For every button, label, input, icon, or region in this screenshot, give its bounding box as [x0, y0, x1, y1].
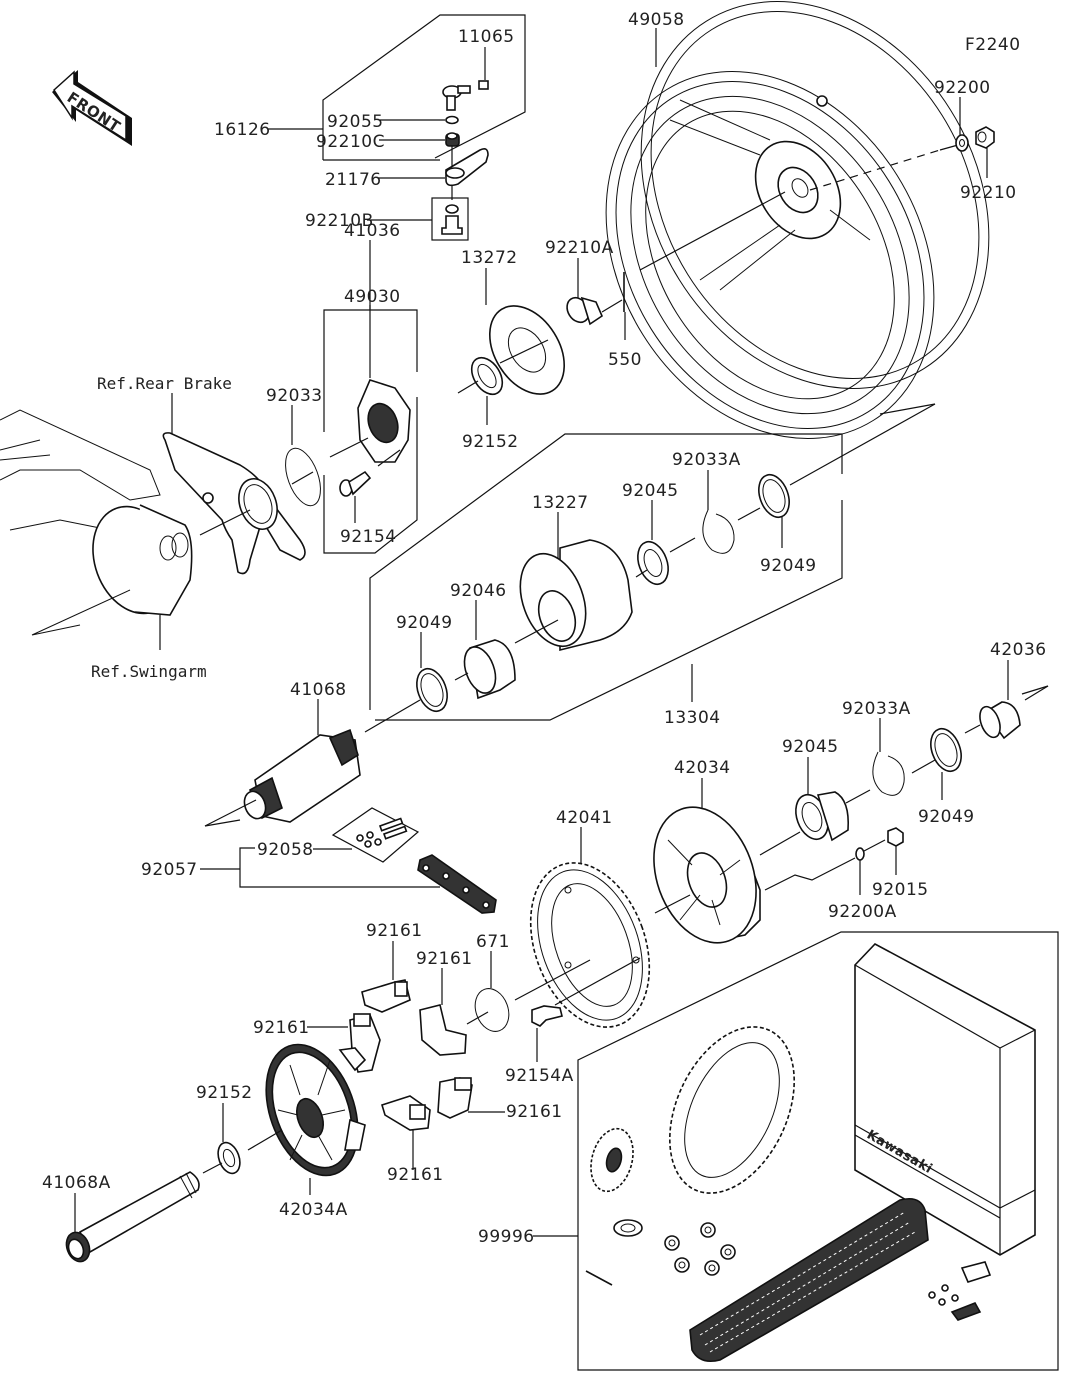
part-label-92210B[interactable]: 92210B [305, 211, 374, 231]
part-label-13227[interactable]: 13227 [532, 493, 589, 513]
part-label-92161-b[interactable]: 92161 [253, 1018, 310, 1038]
part-label-41068[interactable]: 41068 [290, 680, 347, 700]
part-label-550[interactable]: 550 [608, 350, 642, 370]
part-92045-bearing [637, 540, 669, 586]
part-16126-group: 16126 11065 92055 92210C 21176 92210B [214, 14, 526, 241]
part-label-42041[interactable]: 42041 [556, 808, 613, 828]
part-13304-group: 13304 13227 92045 92033A 92049 92046 920… [369, 403, 936, 728]
part-label-92033A-top[interactable]: 92033A [672, 450, 741, 470]
part-label-92055[interactable]: 92055 [327, 112, 384, 132]
part-label-42036[interactable]: 42036 [990, 640, 1047, 660]
ref-rear-brake[interactable]: Ref.Rear Brake [97, 374, 232, 393]
part-label-92161-a[interactable]: 92161 [366, 921, 423, 941]
part-label-92033[interactable]: 92033 [266, 386, 323, 406]
part-label-92049-bot[interactable]: 92049 [918, 807, 975, 827]
rear-wheel-49058: 49058 [605, 1, 990, 439]
part-92152-washer-bot [217, 1141, 241, 1175]
part-92058-master-link-kit [331, 807, 420, 863]
figure-code: F2240 [965, 35, 1021, 55]
part-92033A-circlip [702, 509, 735, 554]
part-92049-seal-top [758, 473, 790, 519]
part-label-99996[interactable]: 99996 [478, 1227, 535, 1247]
part-41036-group: 41036 49030 92154 [323, 221, 418, 554]
ref-swingarm[interactable]: Ref.Swingarm [91, 662, 207, 681]
part-label-92210C[interactable]: 92210C [316, 132, 385, 152]
swingarm-outline [0, 409, 161, 501]
part-label-49058[interactable]: 49058 [628, 10, 685, 30]
part-banjo-bolt [442, 85, 471, 111]
part-label-92200[interactable]: 92200 [934, 78, 991, 98]
part-92033A-circlip-bot [872, 751, 905, 796]
part-label-42034A[interactable]: 42034A [279, 1200, 348, 1220]
part-92200-washer [955, 134, 969, 152]
part-label-92161-c[interactable]: 92161 [416, 949, 473, 969]
part-41068-spacer [204, 699, 421, 827]
kit-master-link [928, 1261, 992, 1321]
part-label-21176[interactable]: 21176 [325, 170, 382, 190]
part-92033-circlip [285, 447, 321, 507]
front-arrow-icon: FRONT [52, 70, 132, 146]
part-label-92154[interactable]: 92154 [340, 527, 397, 547]
part-label-92210A[interactable]: 92210A [545, 238, 614, 258]
part-label-92200A[interactable]: 92200A [828, 902, 897, 922]
part-label-41036[interactable]: 41036 [344, 221, 401, 241]
part-label-92161-e[interactable]: 92161 [506, 1102, 563, 1122]
part-92161-damper-c [419, 1004, 467, 1056]
part-92210-nut [975, 126, 995, 149]
part-92046-needle-bearing [463, 646, 497, 694]
part-label-92045-top[interactable]: 92045 [622, 481, 679, 501]
part-label-92152-bot[interactable]: 92152 [196, 1083, 253, 1103]
part-92049-seal-bot [930, 727, 962, 773]
part-92057-chain [356, 817, 497, 914]
kit-rear-sprocket [669, 1026, 795, 1194]
part-92015-nut [887, 827, 904, 847]
part-42034A-damper-hub [265, 1043, 367, 1177]
part-label-92045-bot[interactable]: 92045 [782, 737, 839, 757]
part-label-671[interactable]: 671 [476, 932, 510, 952]
kit-chain [689, 1197, 929, 1363]
part-label-13272[interactable]: 13272 [461, 248, 518, 268]
rear-brake-bracket [162, 432, 306, 575]
part-41068A-axle [65, 1171, 200, 1263]
kit-lock-washer [613, 1219, 643, 1237]
part-92049-seal-left [416, 667, 448, 713]
part-42041-rear-sprocket [514, 862, 651, 1028]
part-label-16126[interactable]: 16126 [214, 120, 271, 140]
part-label-92049-left[interactable]: 92049 [396, 613, 453, 633]
part-label-92152-top[interactable]: 92152 [462, 432, 519, 452]
part-42034-sprocket-carrier [653, 806, 761, 944]
part-label-92057[interactable]: 92057 [141, 860, 198, 880]
part-label-92033A-bot[interactable]: 92033A [842, 699, 911, 719]
part-label-92058[interactable]: 92058 [257, 840, 314, 860]
part-label-13304[interactable]: 13304 [664, 708, 721, 728]
part-label-92046[interactable]: 92046 [450, 581, 507, 601]
part-92154A-bolt [531, 1005, 563, 1027]
part-label-49030[interactable]: 49030 [344, 287, 401, 307]
part-label-92049-top[interactable]: 92049 [760, 556, 817, 576]
part-92200A-washer [855, 847, 865, 861]
part-label-92210[interactable]: 92210 [960, 183, 1017, 203]
part-label-92015[interactable]: 92015 [872, 880, 929, 900]
part-42036-collar [979, 705, 1001, 739]
kit-nuts [664, 1222, 736, 1276]
part-label-11065[interactable]: 11065 [458, 27, 515, 47]
part-label-41068A[interactable]: 41068A [42, 1173, 111, 1193]
part-99996-kit: 99996 Kawasaki [478, 931, 1059, 1371]
part-671-o-ring [474, 988, 510, 1032]
part-label-92154A[interactable]: 92154A [505, 1066, 574, 1086]
part-label-42034[interactable]: 42034 [674, 758, 731, 778]
kit-cotter-pin [585, 1270, 613, 1286]
part-label-92161-d[interactable]: 92161 [387, 1165, 444, 1185]
